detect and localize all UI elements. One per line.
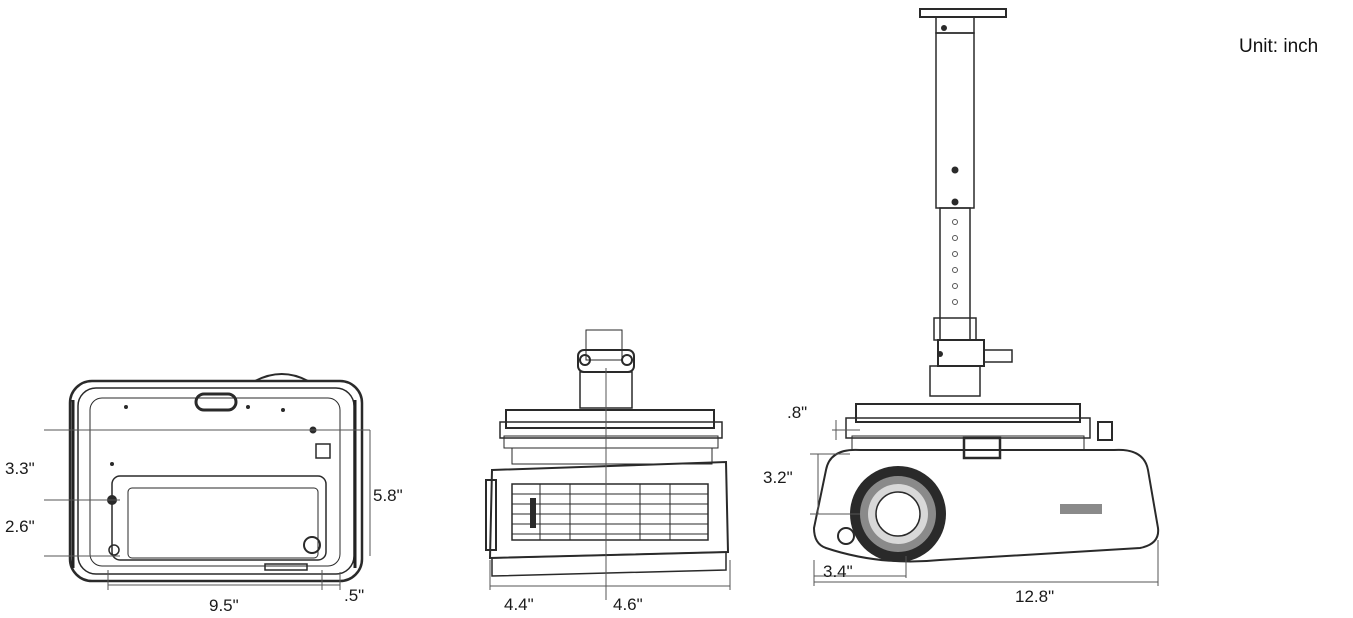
top-view-depth-front-label: 3.3" [5,459,35,478]
side-view-drawing [485,329,731,600]
front-view-drawing [810,8,1160,586]
front-view-height-label: 3.2" [763,468,793,487]
top-view-depth-total-label: 5.8" [373,486,403,505]
side-view-right-label: 4.6" [613,595,643,614]
top-view-offset-label: .5" [344,586,365,605]
side-view-left-label: 4.4" [504,595,534,614]
front-view-lens-offset-label: 3.4" [823,562,853,581]
unit-label: Unit: inch [1239,36,1319,57]
top-view-depth-rear-label: 2.6" [5,517,35,536]
front-view-width-label: 12.8" [1015,587,1055,606]
top-view-width-label: 9.5" [209,596,239,615]
top-view-drawing [44,373,371,590]
front-view-mount-gap-label: .8" [787,403,808,422]
